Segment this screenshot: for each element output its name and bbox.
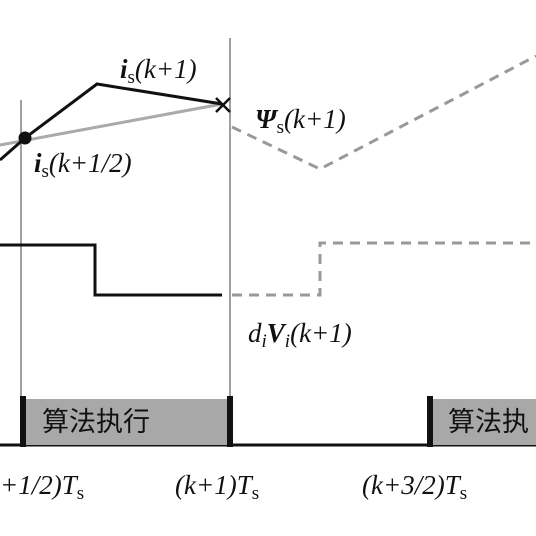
voltage-step-solid — [0, 243, 222, 297]
flux-trend-line — [0, 102, 223, 147]
tick-label-khalf: +1/2)Ts — [0, 470, 84, 504]
tick-label-k3half: (k+3/2)Ts — [362, 470, 467, 504]
tick-label-k1: (k+1)Ts — [175, 470, 259, 504]
algorithm-block-2-label: 算法执 — [448, 407, 529, 438]
label-psi-k1: Ψs(k+1) — [255, 104, 346, 138]
cross-marker — [215, 97, 231, 113]
algorithm-block-1-label: 算法执行 — [42, 407, 150, 438]
label-dv-k1: diVi(k+1) — [248, 318, 352, 352]
current-sample-dot — [18, 131, 32, 145]
flux-future-dashed — [231, 54, 536, 171]
algorithm-block-2 — [432, 399, 536, 445]
label-is-khalf: is(k+1/2) — [34, 148, 132, 182]
label-is-k1: is(k+1) — [120, 54, 197, 88]
current-trajectory — [0, 82, 223, 162]
voltage-step-dashed — [232, 241, 536, 297]
algorithm-block-1 — [26, 399, 230, 445]
